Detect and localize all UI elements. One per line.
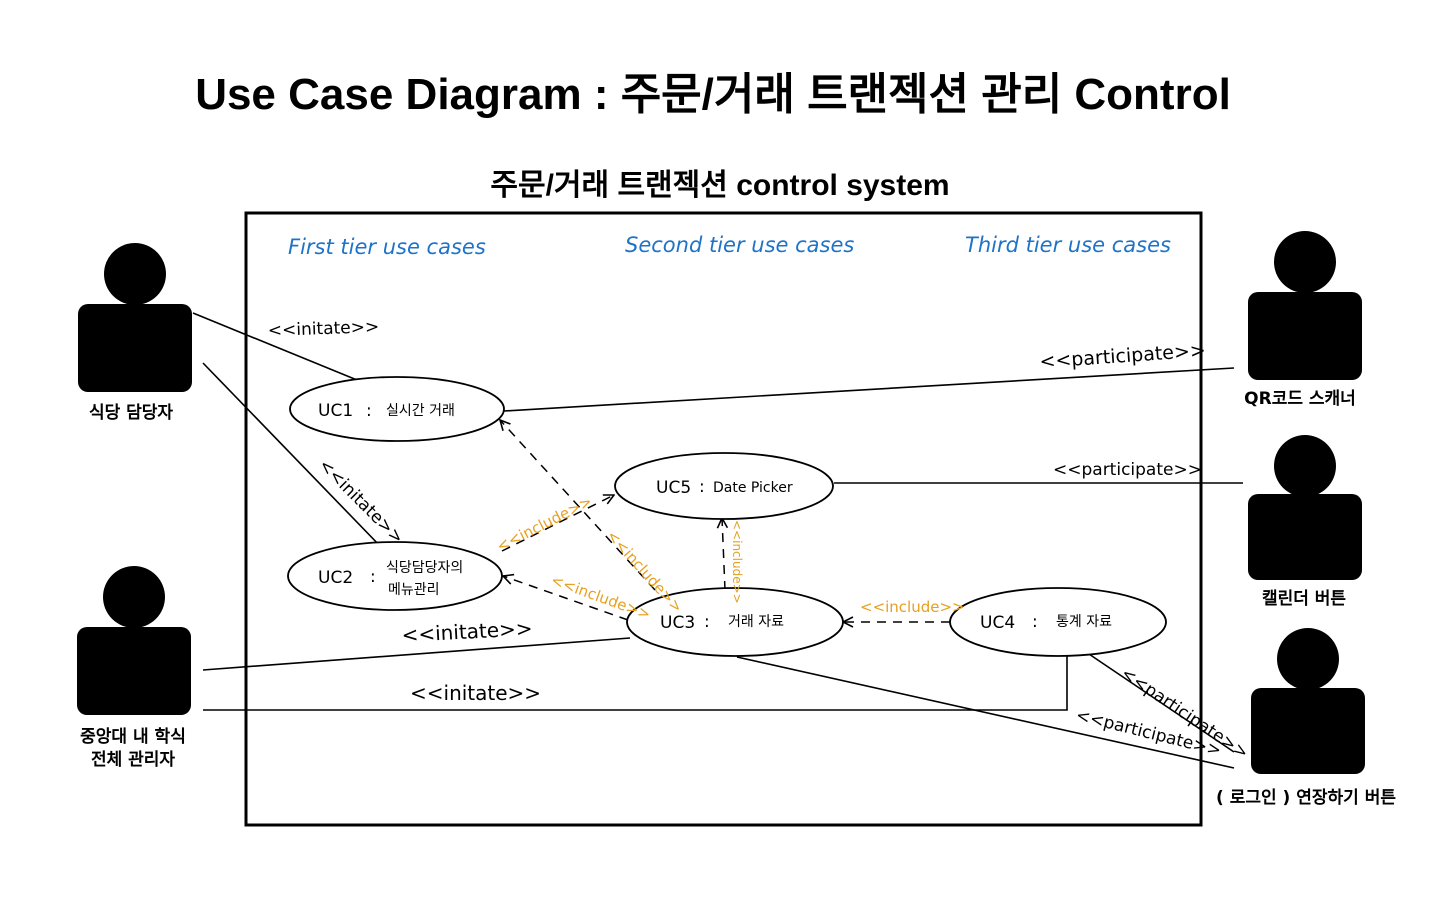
- uc5-id: UC5: [656, 478, 691, 498]
- stereotype-initiate-uc2: <<initate>>: [314, 455, 407, 548]
- stereotype-participate-qr: <<participate>>: [1039, 339, 1207, 373]
- actor-body: [1248, 494, 1362, 580]
- actor-label-restaurant-manager: 식당 담당자: [89, 403, 173, 423]
- actor-head: [1274, 231, 1336, 293]
- actor-calendar-button: [1248, 435, 1362, 580]
- usecase-uc1: [289, 376, 505, 442]
- actor-campus-admin: [77, 566, 191, 715]
- include-uc2-uc5: [501, 495, 614, 552]
- svg-text::: :: [370, 567, 376, 587]
- actor-label-campus-admin-line1: 중앙대 내 학식: [80, 727, 186, 747]
- actor-body: [77, 627, 191, 715]
- actor-head: [1274, 435, 1336, 497]
- assoc-admin-uc4: [203, 656, 1068, 711]
- uc3-id: UC3: [660, 613, 695, 633]
- svg-text::: :: [704, 612, 710, 632]
- usecase-uc3: [626, 587, 844, 657]
- uc5-name: Date Picker: [713, 480, 793, 496]
- assoc-manager-uc2: [202, 362, 383, 549]
- stereotype-include-uc4-uc3: <<include>>: [860, 598, 965, 616]
- include-uc3-uc5: [722, 518, 725, 591]
- uc3-name: 거래 자료: [728, 614, 784, 630]
- page-title: Use Case Diagram : 주문/거래 트랜젝션 관리 Control: [195, 70, 1231, 119]
- uc2-id: UC2: [318, 568, 353, 588]
- actor-body: [1251, 688, 1365, 774]
- assoc-uc3-login: [736, 656, 1235, 769]
- usecase-uc2: [287, 541, 503, 611]
- tier-label-third: Third tier use cases: [965, 233, 1171, 257]
- svg-text::: :: [699, 477, 705, 497]
- actor-label-login-extend-button: ( 로그인 ) 연장하기 버튼: [1216, 788, 1396, 808]
- assoc-uc1-qr: [503, 367, 1235, 412]
- uc4-name: 통계 자료: [1056, 614, 1112, 630]
- stereotype-initiate-uc4: <<initate>>: [410, 681, 541, 705]
- uc2-name-line2: 메뉴관리: [388, 582, 440, 598]
- usecase-uc5: [614, 452, 834, 520]
- assoc-manager-uc1: [192, 312, 358, 381]
- actor-login-extend-button: [1251, 628, 1365, 774]
- system-name: 주문/거래 트랜젝션 control system: [490, 169, 950, 202]
- uc1-id: UC1: [318, 401, 353, 421]
- include-uc3-uc2: [503, 576, 629, 621]
- actor-head: [103, 566, 165, 628]
- svg-text::: :: [1032, 612, 1038, 632]
- actor-body: [78, 304, 192, 392]
- system-boundary: [244, 211, 1203, 827]
- stereotype-include-uc2-uc5: <<include>>: [494, 492, 595, 556]
- stereotype-initiate-uc1: <<initate>>: [267, 317, 379, 341]
- actor-restaurant-manager: [78, 243, 192, 392]
- include-uc3-uc1: [500, 420, 656, 591]
- uc1-name: 실시간 거래: [386, 403, 455, 419]
- actor-body: [1248, 292, 1362, 380]
- usecase-uc4: [949, 587, 1167, 657]
- stereotype-initiate-uc3: <<initate>>: [401, 616, 533, 647]
- assoc-uc4-login: [1082, 649, 1235, 753]
- stereotype-participate-calendar: <<participate>>: [1053, 460, 1202, 480]
- uc4-id: UC4: [980, 613, 1015, 633]
- stereotype-include-uc3-uc5: <<include>>: [730, 520, 744, 604]
- association-lines: [192, 312, 1243, 769]
- actor-label-qr-scanner: QR코드 스캐너: [1244, 389, 1356, 409]
- assoc-admin-uc3: [202, 637, 631, 671]
- actor-head: [1277, 628, 1339, 690]
- actor-label-calendar-button: 캘린더 버튼: [1262, 588, 1346, 609]
- tier-label-first: First tier use cases: [288, 235, 486, 259]
- actor-label-campus-admin-line2: 전체 관리자: [91, 750, 175, 770]
- include-lines: [500, 420, 950, 622]
- actor-head: [104, 243, 166, 305]
- svg-text::: :: [366, 401, 372, 421]
- actor-qr-scanner: [1248, 231, 1362, 380]
- tier-label-second: Second tier use cases: [625, 233, 854, 257]
- uc2-name-line1: 식당담당자의: [386, 560, 463, 576]
